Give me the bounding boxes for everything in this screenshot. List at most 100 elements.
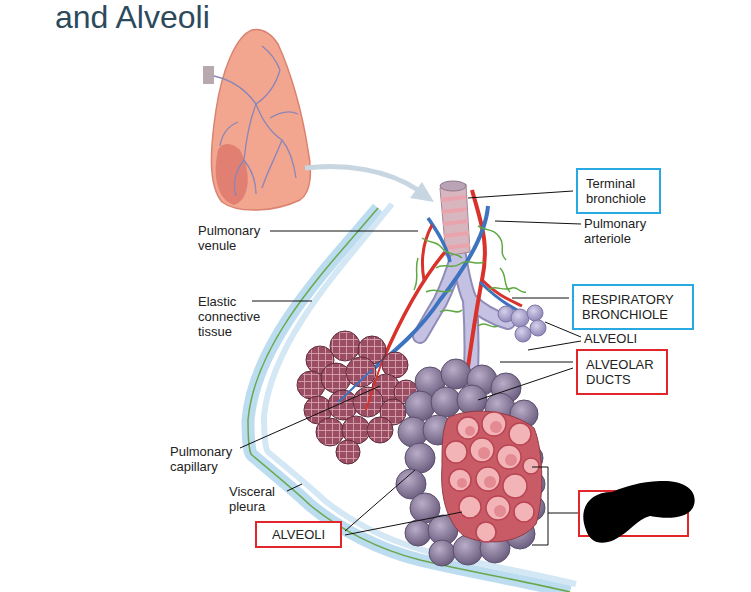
alveoli-cluster — [498, 305, 546, 342]
leader-line — [240, 386, 380, 448]
part-label: Elastic connective tissue — [198, 294, 260, 339]
part-label: Pulmonary arteriole — [584, 216, 646, 246]
alveoli-cluster — [367, 417, 393, 443]
alveoli-section — [476, 467, 500, 491]
redacted-box — [583, 481, 694, 543]
alveoli-cluster — [330, 331, 360, 361]
zoom-arrow — [305, 166, 434, 202]
bronchiole-tree — [441, 197, 470, 248]
alveoli-section — [465, 426, 475, 436]
label-text: RESPIRATORY BRONCHIOLE — [582, 292, 674, 322]
part-label: Pulmonary capillary — [170, 444, 232, 474]
alveoli-cluster — [336, 440, 360, 464]
leader-line — [512, 298, 569, 299]
alveoli-section — [445, 441, 467, 463]
alveoli-section — [509, 423, 531, 445]
blood-vessels — [338, 362, 382, 410]
leader-line — [345, 512, 462, 535]
bracket — [532, 467, 548, 545]
alveoli-cluster — [527, 305, 543, 321]
alveoli-section — [494, 505, 506, 517]
alveoli-section — [457, 417, 479, 439]
alveoli-section — [490, 421, 502, 433]
label-text: ALVEOLI — [272, 527, 325, 542]
leader-line — [252, 301, 312, 302]
alveoli-section — [442, 411, 542, 542]
alveoli-section — [505, 454, 517, 466]
label-text: Terminal bronchiole — [586, 176, 646, 206]
blood-vessels — [372, 190, 534, 380]
alveoli-cluster — [441, 359, 471, 389]
alveoli-section — [445, 412, 539, 542]
alveoli-section — [470, 438, 494, 462]
part-label: ALVEOLI — [584, 331, 637, 346]
lung-figure — [211, 30, 310, 211]
zoom-arrow — [305, 166, 418, 190]
alveoli-cluster — [429, 540, 455, 566]
leader-line — [240, 191, 581, 535]
capillary-network — [414, 258, 510, 292]
alveoli-cluster — [530, 320, 546, 336]
label-box: ALVEOLAR DUCTS — [576, 349, 668, 395]
label-box: ALVEOLI — [255, 521, 342, 548]
alveoli-section — [449, 469, 471, 491]
capillary-network — [440, 310, 498, 327]
label-text: ALVEOLAR DUCTS — [586, 357, 654, 387]
lung-figure — [203, 30, 310, 211]
blood-vessels — [428, 218, 450, 262]
blood-vessels — [422, 225, 432, 280]
lung-figure — [203, 66, 214, 84]
leader-line — [478, 368, 573, 400]
label-box: RESPIRATORY BRONCHIOLE — [572, 284, 694, 330]
alveoli-section — [484, 476, 496, 488]
pleura-band — [248, 208, 570, 592]
pleura-band — [248, 208, 570, 592]
redacted-box — [579, 481, 695, 543]
leader-line — [500, 362, 573, 363]
alveoli-section — [523, 458, 539, 474]
leader-line — [528, 341, 581, 350]
capillary-network — [426, 288, 526, 293]
leader-line — [287, 484, 302, 491]
capillary-network — [478, 226, 506, 260]
alveoli-section — [457, 421, 517, 517]
alveoli-cluster — [297, 331, 418, 464]
alveoli-section — [478, 447, 490, 459]
alveoli-cluster — [405, 520, 431, 546]
alveoli-cluster — [431, 387, 461, 417]
alveoli-section — [497, 445, 521, 469]
lung-figure — [214, 46, 298, 196]
pleura-band — [264, 204, 576, 584]
capillary-network — [422, 238, 462, 258]
part-label: Pulmonary venule — [198, 223, 260, 253]
alveoli-section — [514, 502, 534, 522]
label-box: Terminal bronchiole — [576, 168, 661, 214]
pleura-band — [248, 204, 576, 592]
leader-line — [345, 470, 415, 531]
bronchiole-tree — [440, 181, 466, 191]
leader-line — [495, 221, 581, 224]
zoom-arrow — [410, 182, 434, 202]
capillary-network — [436, 262, 484, 268]
leader-line — [468, 191, 573, 198]
alveoli-cluster — [405, 443, 435, 473]
alveoli-cluster — [316, 418, 344, 446]
leader-line — [270, 231, 418, 232]
alveoli-section — [476, 522, 496, 542]
alveoli-section — [486, 496, 510, 520]
alveoli-cluster — [396, 359, 545, 566]
alveoli-section — [503, 474, 527, 498]
slide-title: and Alveoli — [55, 0, 210, 34]
alveoli-cluster — [457, 385, 487, 415]
bracket — [532, 467, 579, 545]
capillary-network — [414, 226, 526, 327]
alveoli-cluster — [511, 309, 529, 327]
alveoli-section — [457, 478, 467, 488]
part-label: Visceral pleura — [229, 484, 275, 514]
alveoli-section — [442, 411, 542, 542]
alveoli-cluster — [515, 326, 531, 342]
alveoli-section — [459, 496, 481, 518]
lung-figure — [216, 144, 248, 205]
alveoli-cluster — [346, 357, 376, 387]
alveoli-section — [482, 412, 506, 436]
